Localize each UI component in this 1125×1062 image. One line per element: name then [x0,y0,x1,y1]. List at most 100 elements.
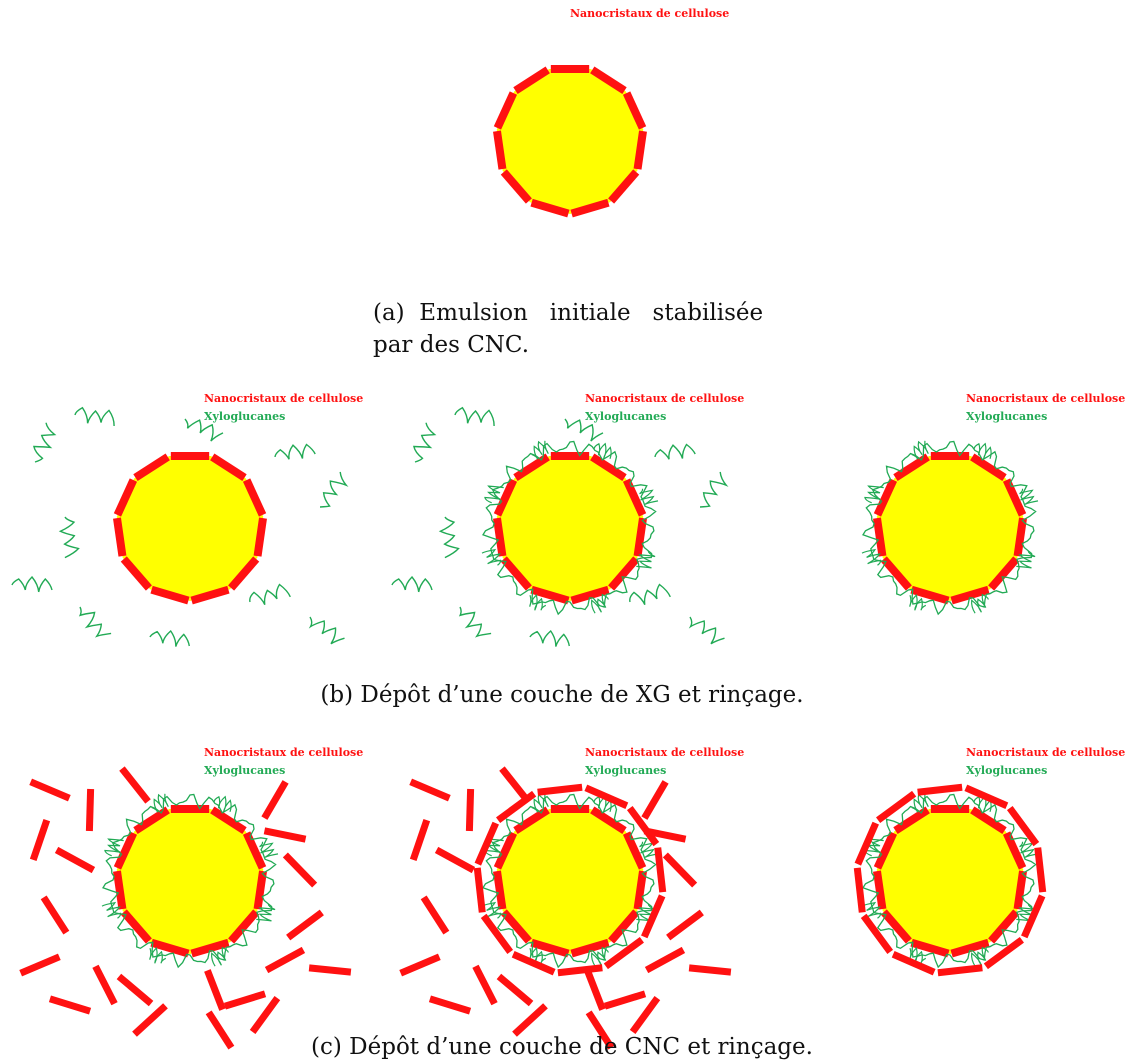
adsorbed-cnc-outer [641,894,666,939]
free-xyloglucan-chain [274,443,316,460]
adsorbed-cnc-inner [880,556,912,591]
free-cnc-rod [29,778,71,802]
adsorbed-cnc-outer [626,806,660,847]
adsorbed-cnc-inner [513,806,550,835]
adsorbed-cnc-inner [590,806,627,835]
legend-xg-label-b1: Xyloglucanes [204,410,285,423]
adsorbed-cnc-inner [622,478,647,517]
adsorbed-cnc-inner [570,938,610,958]
free-xyloglucan-chain [699,471,729,508]
adsorbed-cnc-inner [210,806,247,835]
adsorbed-cnc-outer [917,783,963,796]
free-xyloglucan-chain [564,418,604,442]
adsorbed-xyloglucan-loop [864,485,884,504]
free-xyloglucan-chain [11,575,53,593]
adsorbed-cnc-outer [511,951,556,976]
free-cnc-rod [116,973,154,1007]
adsorbed-cnc-inner [113,831,138,870]
adsorbed-cnc-inner [253,517,267,557]
oil-droplet [496,808,644,954]
free-cnc-rod [205,1010,235,1050]
adsorbed-cnc-outer [1006,806,1040,847]
adsorbed-xyloglucan-loop [593,442,612,460]
free-cnc-rod [249,995,281,1035]
panel-a-initial-emulsion [493,64,647,218]
free-xyloglucan-chain [308,616,345,645]
legend-cnc-label-b2: Nanocristaux de cellulose [585,392,744,405]
panel-c1-cnc-added [19,766,352,1050]
adsorbed-xyloglucan-loop [861,901,882,919]
adsorbed-cnc-inner [513,453,550,482]
adsorbed-cnc-outer [853,867,866,913]
panel-c2-cnc-adsorbed [399,766,732,1050]
adsorbed-xyloglucan-layer [482,793,657,969]
free-cnc-rod [666,909,704,941]
legend-xg-label-b3: Xyloglucanes [966,410,1047,423]
adsorbed-cnc-inner [210,453,247,482]
legend-cnc-label-b3: Nanocristaux de cellulose [966,392,1125,405]
adsorbed-cnc-inner [493,91,518,130]
adsorbed-cnc-inner [873,870,887,910]
adsorbed-cnc-inner [113,870,127,910]
panel-b2-xg-adsorbed [391,406,729,647]
free-cnc-rod [132,1003,168,1037]
adsorbed-cnc-inner [633,870,647,910]
adsorbed-cnc-outer [603,936,644,970]
legend-cnc-label-c1: Nanocristaux de cellulose [204,746,363,759]
free-cnc-rod [420,895,450,935]
adsorbed-xyloglucan-loop [1016,551,1036,569]
adsorbed-cnc-inner [570,198,610,218]
legend-xg-label-c2: Xyloglucanes [585,764,666,777]
caption-a-line-1: (a) Emulsion initiale stabilisée [373,300,763,326]
legend-xg-label-c3: Xyloglucanes [966,764,1047,777]
free-cnc-rod [644,946,686,974]
free-cnc-rod [409,778,451,802]
free-cnc-rod [261,780,289,820]
adsorbed-cnc-inner [873,517,887,557]
free-cnc-rod [263,827,307,843]
adsorbed-cnc-inner [570,585,610,605]
free-xyloglucan-chain [391,575,433,593]
adsorbed-cnc-inner [1002,831,1027,870]
caption-b: (b) Dépôt d’une couche de XG et rinçage. [320,682,803,708]
free-cnc-rod [264,946,306,974]
oil-droplet [876,455,1024,601]
adsorbed-cnc-inner [530,938,570,958]
adsorbed-cnc-inner [133,453,170,482]
adsorbed-cnc-inner [970,806,1007,835]
adsorbed-cnc-inner [873,831,898,870]
free-cnc-rod [472,964,498,1006]
free-xyloglucan-chain [529,629,570,647]
free-cnc-rod [629,995,661,1035]
adsorbed-cnc-inner [880,909,912,944]
adsorbed-cnc-inner [1013,517,1027,557]
adsorbed-xyloglucan-loop [591,946,609,967]
free-xyloglucan-chain [413,422,437,463]
free-cnc-rod [584,969,606,1011]
adsorbed-cnc-outer [474,821,499,866]
free-xyloglucan-chain [458,606,492,638]
adsorbed-xyloglucan-loop [529,593,547,611]
free-cnc-rod [688,964,732,976]
adsorbed-xyloglucan-loop [256,904,276,922]
legend-xg-label-b2: Xyloglucanes [585,410,666,423]
adsorbed-cnc-outer [584,784,629,809]
adsorbed-xyloglucan-loop [971,593,989,614]
oil-droplet [496,455,644,601]
free-cnc-rod [499,766,531,804]
legend-cnc-label-a: Nanocristaux de cellulose [570,7,729,20]
free-xyloglucan-chain [629,583,671,605]
free-xyloglucan-chain [58,516,80,559]
adsorbed-cnc-outer [1034,847,1047,893]
adsorbed-cnc-inner [1013,870,1027,910]
panel-b3-xg-rinsed [861,440,1039,616]
adsorbed-xyloglucan-loop [911,793,929,813]
adsorbed-xyloglucan-loop [1019,488,1039,505]
adsorbed-cnc-inner [608,556,640,591]
adsorbed-cnc-inner [950,938,990,958]
adsorbed-cnc-outer [983,936,1024,970]
adsorbed-cnc-inner [590,66,627,95]
legend-cnc-label-c3: Nanocristaux de cellulose [966,746,1125,759]
adsorbed-xyloglucan-loop [101,901,122,919]
free-cnc-rod [40,895,70,935]
